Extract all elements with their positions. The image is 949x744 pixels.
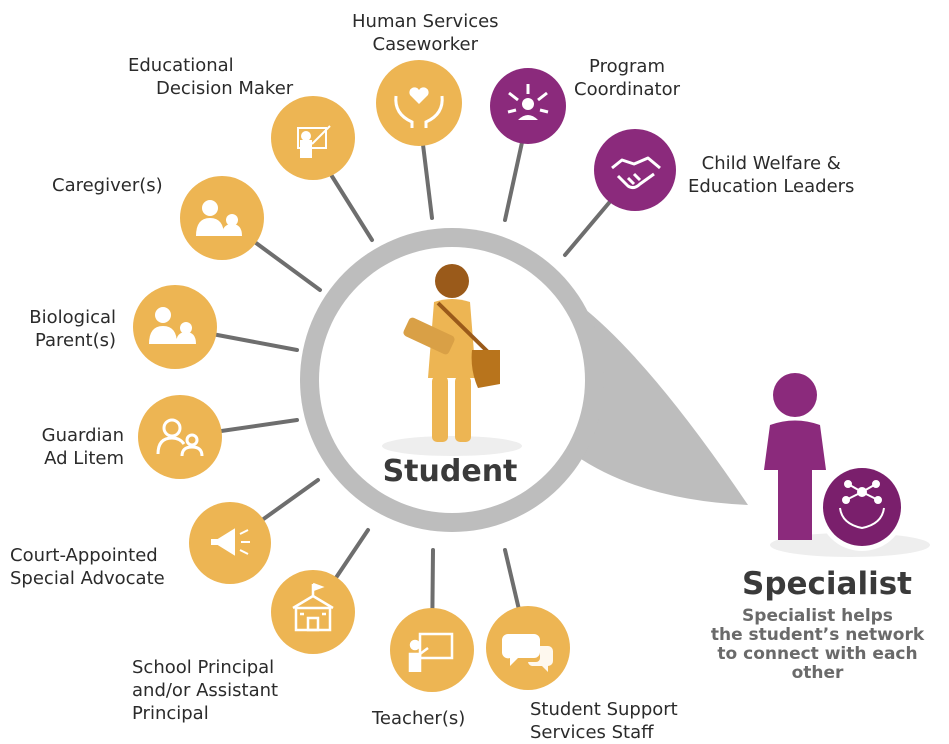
caregiver-icon <box>196 200 242 236</box>
label-caregivers: Caregiver(s) <box>52 175 163 196</box>
label-biological-parents: Biological Parent(s) <box>29 307 116 351</box>
speech-bubbles-icon <box>501 634 553 672</box>
node-human-services-caseworker <box>376 60 462 146</box>
student-label: Student <box>382 454 518 489</box>
label-human-services-caseworker: Human Services Caseworker <box>352 11 499 55</box>
school-icon <box>292 582 334 632</box>
node-program-coordinator <box>490 68 566 144</box>
label-school-principal: School Principal and/or Assistant Princi… <box>132 657 279 724</box>
label-guardian-ad-litem: Guardian Ad Litem <box>41 425 124 469</box>
megaphone-icon <box>211 528 250 556</box>
specialist-description: Specialist helps the student’s network t… <box>710 606 925 683</box>
node-court-appointed-special-advocate <box>189 502 271 584</box>
node-guardian-ad-litem <box>138 395 222 479</box>
guardian-icon <box>156 418 204 457</box>
specialist-figure <box>764 373 930 557</box>
network-arrows-icon <box>507 84 549 120</box>
label-educational-decision-maker: Educational Decision Maker <box>128 55 294 99</box>
node-caregivers <box>180 176 264 260</box>
handshake-icon <box>611 156 661 190</box>
label-child-welfare-education-leaders: Child Welfare & Education Leaders <box>688 153 855 197</box>
heart-hands-icon <box>394 87 444 128</box>
node-teachers <box>390 608 474 692</box>
student-figure <box>382 264 522 456</box>
specialist-title: Specialist <box>742 566 912 602</box>
node-student-support-services-staff <box>486 606 570 690</box>
node-child-welfare-education-leaders <box>594 129 676 211</box>
label-teachers: Teacher(s) <box>372 708 466 729</box>
node-biological-parents <box>133 285 217 369</box>
parent-icon <box>149 307 196 344</box>
node-school-principal <box>271 570 355 654</box>
label-program-coordinator: Program Coordinator <box>574 56 681 100</box>
presenter-icon <box>297 125 331 158</box>
label-student-support-services-staff: Student Support Services Staff <box>530 699 678 743</box>
node-educational-decision-maker <box>271 96 355 180</box>
label-court-appointed-special-advocate: Court-Appointed Special Advocate <box>10 545 165 589</box>
teacher-icon <box>408 632 454 672</box>
